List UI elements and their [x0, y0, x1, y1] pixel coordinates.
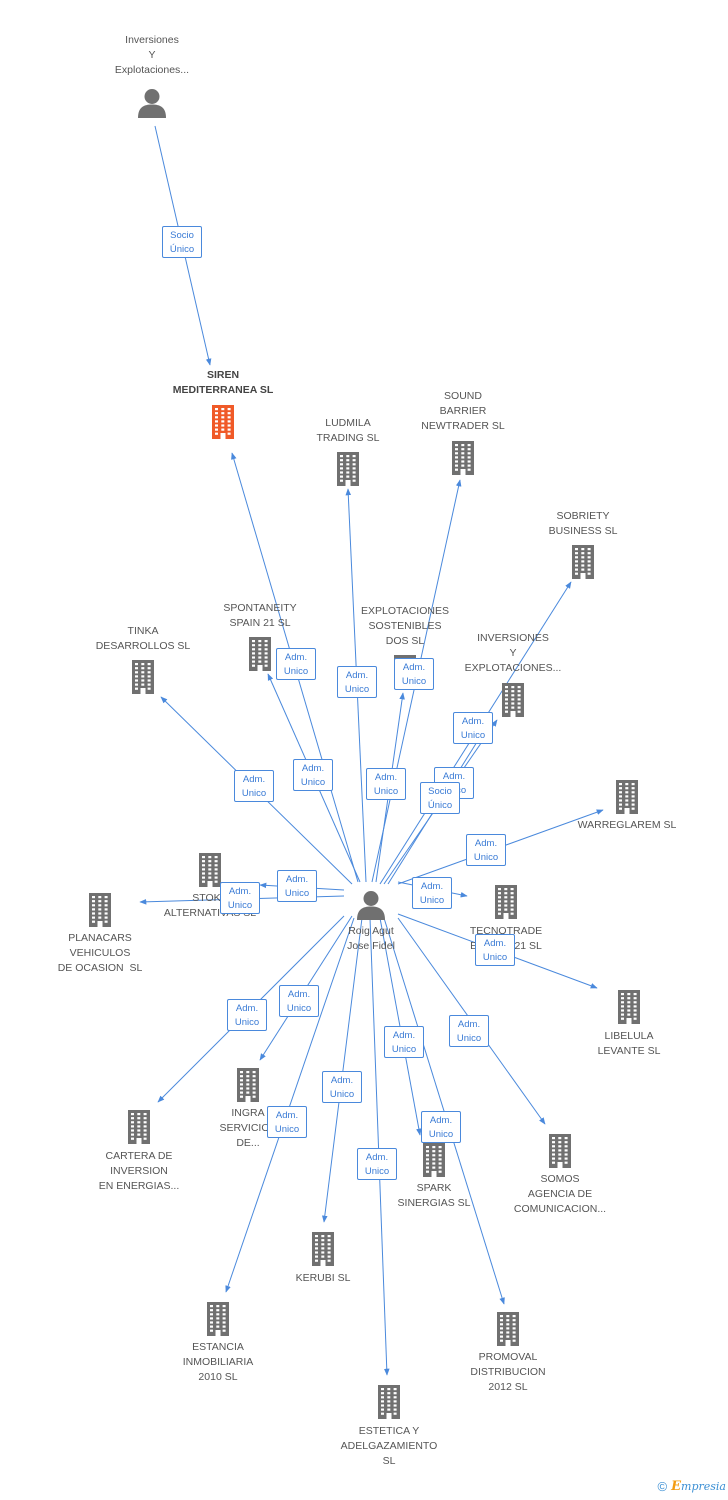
- building-icon-stoke[interactable]: [199, 853, 221, 887]
- node-label-spark[interactable]: SPARK SINERGIAS SL: [397, 1182, 471, 1209]
- edge-label-spontaneity[interactable]: Adm. Unico: [293, 759, 333, 791]
- edge-label-spark[interactable]: Adm. Unico: [384, 1026, 424, 1058]
- building-icon-sound[interactable]: [452, 441, 474, 475]
- node-label-kerubi[interactable]: KERUBI SL: [295, 1272, 351, 1284]
- building-icon-spark[interactable]: [423, 1143, 445, 1177]
- edge-label-estetica[interactable]: Adm. Unico: [357, 1148, 397, 1180]
- edge-label-libelula[interactable]: Adm. Unico: [475, 934, 515, 966]
- node-label-cartera[interactable]: CARTERA DE INVERSION EN ENERGIAS...: [98, 1150, 180, 1192]
- building-icon-spontaneity[interactable]: [249, 637, 271, 671]
- edge-label-stoke[interactable]: Adm. Unico: [277, 870, 317, 902]
- node-label-inv_top[interactable]: Inversiones Y Explotaciones...: [114, 34, 190, 76]
- person-icon-roig[interactable]: [356, 890, 386, 920]
- node-label-planacars[interactable]: PLANACARS VEHICULOS DE OCASION SL: [57, 932, 143, 974]
- node-label-sobriety[interactable]: SOBRIETY BUSINESS SL: [548, 510, 618, 537]
- node-label-spontaneity[interactable]: SPONTANEITY SPAIN 21 SL: [223, 602, 297, 629]
- node-label-explot[interactable]: EXPLOTACIONES SOSTENIBLES DOS SL: [361, 605, 449, 647]
- edge-label-kerubi[interactable]: Adm. Unico: [322, 1071, 362, 1103]
- edge-label-promoval[interactable]: Adm. Unico: [421, 1111, 461, 1143]
- node-label-warre[interactable]: WARREGLAREM SL: [577, 819, 677, 831]
- copyright-symbol: ©: [657, 1479, 668, 1494]
- building-icon-sobriety[interactable]: [572, 545, 594, 579]
- node-label-libelula[interactable]: LIBELULA LEVANTE SL: [597, 1030, 661, 1057]
- node-label-ludmila[interactable]: LUDMILA TRADING SL: [316, 417, 380, 444]
- edge-label-tinka[interactable]: Adm. Unico: [234, 770, 274, 802]
- building-icon-estancia[interactable]: [207, 1302, 229, 1336]
- building-icon-warre[interactable]: [616, 780, 638, 814]
- building-icon-tinka[interactable]: [132, 660, 154, 694]
- node-label-estancia[interactable]: ESTANCIA INMOBILIARIA 2010 SL: [182, 1341, 254, 1383]
- building-icon-kerubi[interactable]: [312, 1232, 334, 1266]
- edge-label-planacars[interactable]: Adm. Unico: [220, 882, 260, 914]
- footer-brand[interactable]: © Empresia: [658, 1479, 726, 1494]
- node-label-siren[interactable]: SIREN MEDITERRANEA SL: [172, 369, 274, 396]
- edge-label-ingra[interactable]: Adm. Unico: [279, 985, 319, 1017]
- building-icon-planacars[interactable]: [89, 893, 111, 927]
- edge-label-estancia[interactable]: Adm. Unico: [267, 1106, 307, 1138]
- edge-label-siren[interactable]: Adm. Unico: [276, 648, 316, 680]
- person-icon-inv_top[interactable]: [137, 88, 167, 118]
- edge-roig-estetica: [369, 917, 390, 1376]
- edge-roig-kerubi: [322, 917, 363, 1223]
- building-icon-somos[interactable]: [549, 1134, 571, 1168]
- building-icon-tecno[interactable]: [495, 885, 517, 919]
- building-icon-ingra[interactable]: [237, 1068, 259, 1102]
- building-icon-estetica[interactable]: [378, 1385, 400, 1419]
- building-icon-ludmila[interactable]: [337, 452, 359, 486]
- empresia-logo: Empresia: [671, 1479, 726, 1494]
- node-label-promoval[interactable]: PROMOVAL DISTRIBUCION 2012 SL: [470, 1351, 546, 1393]
- edge-label-sound[interactable]: Adm. Unico: [394, 658, 434, 690]
- edge-label-siren[interactable]: Socio Único: [162, 226, 202, 258]
- edge-label-explot[interactable]: Adm. Unico: [366, 768, 406, 800]
- edge-label-cartera[interactable]: Adm. Unico: [227, 999, 267, 1031]
- node-label-roig[interactable]: Roig Agut Jose Fidel: [347, 925, 395, 952]
- building-icon-siren[interactable]: [212, 405, 234, 439]
- node-label-invexp[interactable]: INVERSIONES Y EXPLOTACIONES...: [464, 632, 562, 674]
- node-label-ingra[interactable]: INGRA SERVICIOS DE...: [219, 1107, 277, 1149]
- node-label-estetica[interactable]: ESTETICA Y ADELGAZAMIENTO SL: [340, 1425, 438, 1467]
- node-label-somos[interactable]: SOMOS AGENCIA DE COMUNICACION...: [513, 1173, 607, 1215]
- edge-roig-estancia: [225, 917, 355, 1293]
- edge-label-sobriety[interactable]: Adm. Unico: [453, 712, 493, 744]
- edge-label-tecno[interactable]: Adm. Unico: [412, 877, 452, 909]
- edge-label-ludmila[interactable]: Adm. Unico: [337, 666, 377, 698]
- edge-label-somos[interactable]: Adm. Unico: [449, 1015, 489, 1047]
- building-icon-cartera[interactable]: [128, 1110, 150, 1144]
- edge-label-warre[interactable]: Adm. Unico: [466, 834, 506, 866]
- node-label-tinka[interactable]: TINKA DESARROLLOS SL: [95, 625, 191, 652]
- node-label-sound[interactable]: SOUND BARRIER NEWTRADER SL: [421, 390, 505, 432]
- building-icon-invexp[interactable]: [502, 683, 524, 717]
- edge-label-invexp[interactable]: Socio Único: [420, 782, 460, 814]
- building-icon-libelula[interactable]: [618, 990, 640, 1024]
- building-icon-promoval[interactable]: [497, 1312, 519, 1346]
